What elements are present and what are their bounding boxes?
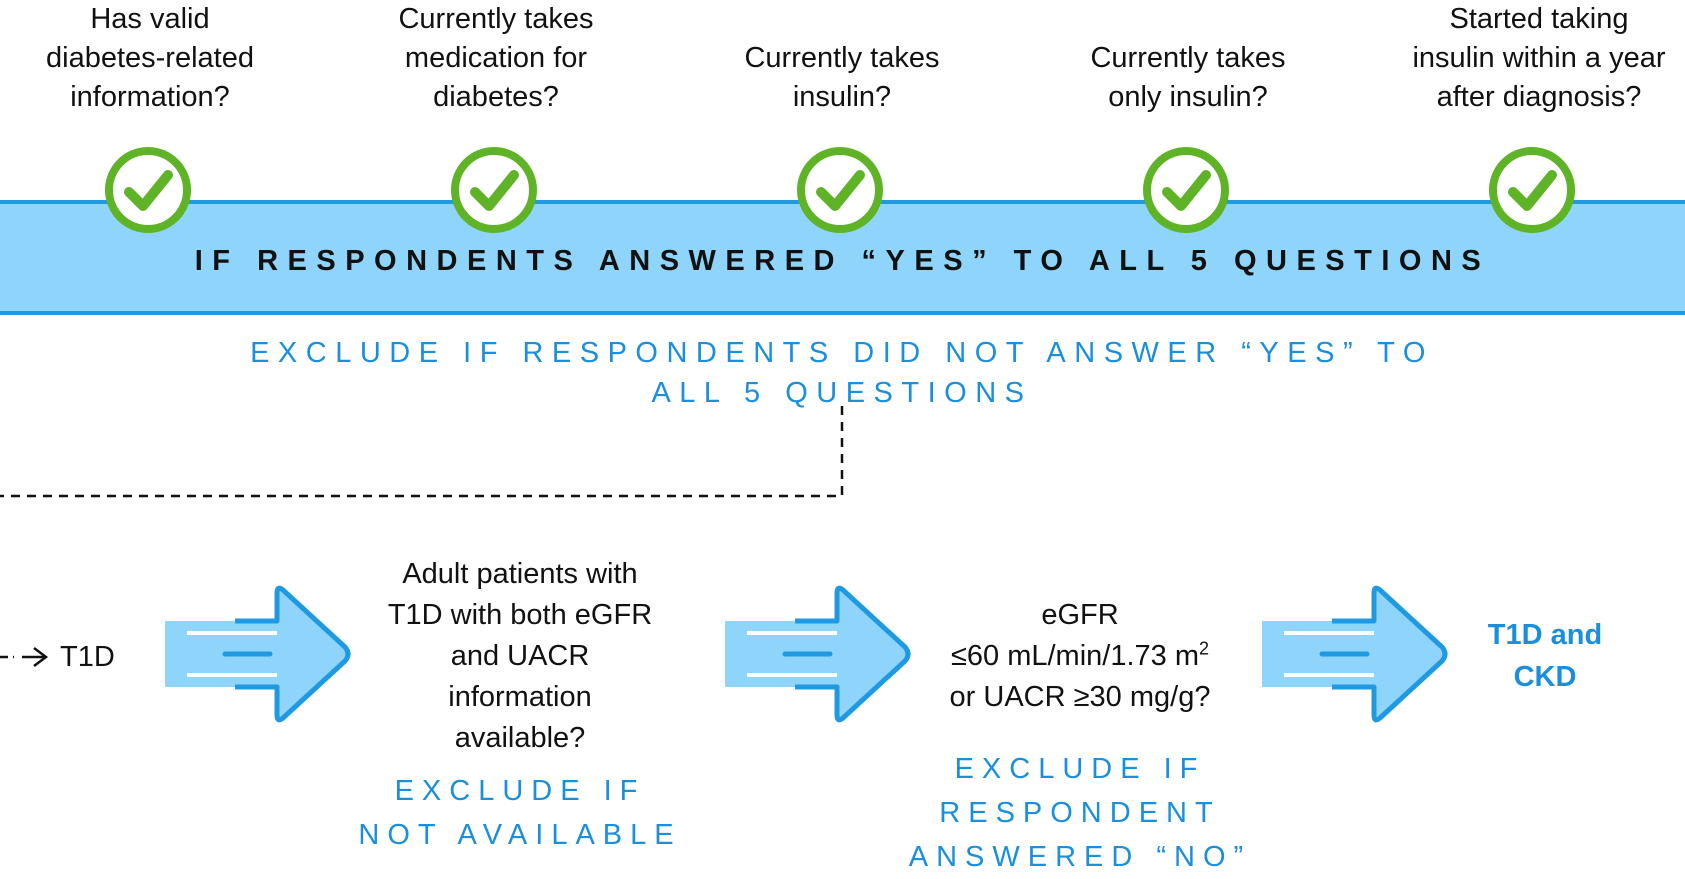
check-icon-1: [105, 147, 191, 233]
question-3-line-2: Currently takes: [744, 42, 940, 74]
step-1-exclude: EXCLUDE IF NOT AVAILABLE: [330, 769, 710, 857]
question-4-line-2: Currently takes: [1090, 42, 1286, 74]
step-2-line-2-superscript: 2: [1199, 638, 1210, 659]
exclude-main: EXCLUDE IF RESPONDENTS DID NOT ANSWER “Y…: [142, 333, 1542, 413]
step-2-exclude: EXCLUDE IF RESPONDENT ANSWERED “NO”: [880, 747, 1280, 879]
exclude-main-line-1: EXCLUDE IF RESPONDENTS DID NOT ANSWER “Y…: [250, 337, 1434, 369]
check-icon-5: [1489, 147, 1575, 233]
step-2-exclude-line-2: RESPONDENT: [939, 797, 1221, 829]
exclude-main-line-2: ALL 5 QUESTIONS: [651, 377, 1033, 409]
question-1: Has valid diabetes-related information?: [0, 0, 310, 117]
question-2-line-3: diabetes?: [433, 81, 559, 113]
step-1-question: Adult patients with T1D with both eGFR a…: [355, 554, 685, 759]
result-line-2: CKD: [1513, 661, 1577, 693]
t1d-label: T1D: [60, 641, 115, 673]
flow-arrow-1-icon: [165, 585, 351, 723]
step-2-question: eGFR ≤60 mL/min/1.73 m2 or UACR ≥30 mg/g…: [915, 595, 1245, 718]
step-1-exclude-line-2: NOT AVAILABLE: [358, 819, 682, 851]
step-2-exclude-line-3: ANSWERED “NO”: [908, 841, 1252, 873]
question-1-line-2: diabetes-related: [46, 42, 254, 74]
question-3-line-3: insulin?: [792, 81, 892, 113]
question-4-line-1: [1028, 0, 1348, 39]
question-1-line-3: information?: [70, 81, 230, 113]
flow-arrow-2-icon: [725, 585, 911, 723]
question-5-line-3: after diagnosis?: [1436, 81, 1642, 113]
question-4-line-3: only insulin?: [1108, 81, 1268, 113]
dashed-arrow-icon: [0, 647, 49, 667]
step-2-line-2: ≤60 mL/min/1.73 m2: [915, 636, 1245, 677]
step-1-line-3: and UACR: [450, 640, 590, 672]
question-2-line-1: Currently takes: [398, 3, 594, 35]
step-2-line-1: eGFR: [1041, 599, 1119, 631]
step-2-line-2-text: ≤60 mL/min/1.73 m: [950, 640, 1199, 672]
step-1-line-1: Adult patients with: [402, 558, 638, 590]
step-1-line-4: information: [448, 681, 592, 713]
flow-arrow-3-icon: [1262, 585, 1448, 723]
step-1-line-5: available?: [454, 722, 586, 754]
step-1-exclude-line-1: EXCLUDE IF: [394, 775, 646, 807]
question-3-line-1: [682, 0, 1002, 39]
result-line-1: T1D and: [1487, 619, 1603, 651]
question-5-line-2: insulin within a year: [1412, 42, 1666, 74]
check-icon-4: [1143, 147, 1229, 233]
question-1-line-1: Has valid: [90, 3, 210, 35]
question-4: Currently takes only insulin?: [1028, 0, 1348, 117]
question-3: Currently takes insulin?: [682, 0, 1002, 117]
check-icon-3: [797, 147, 883, 233]
result-label: T1D and CKD: [1465, 614, 1625, 698]
question-2: Currently takes medication for diabetes?: [336, 0, 656, 117]
question-5: Started taking insulin within a year aft…: [1374, 0, 1685, 117]
step-2-line-3: or UACR ≥30 mg/g?: [949, 681, 1211, 713]
question-2-line-2: medication for: [404, 42, 588, 74]
banner-text: IF RESPONDENTS ANSWERED “YES” TO ALL 5 Q…: [194, 245, 1491, 277]
question-5-line-1: Started taking: [1449, 3, 1629, 35]
step-2-exclude-line-1: EXCLUDE IF: [954, 753, 1206, 785]
check-icon-2: [451, 147, 537, 233]
step-1-line-2: T1D with both eGFR: [387, 599, 653, 631]
